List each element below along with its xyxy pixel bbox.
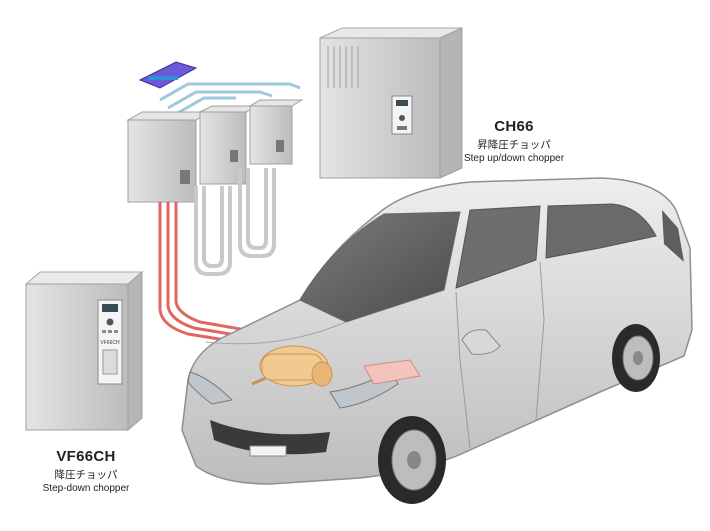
vf66ch-name-en: Step-down chopper	[42, 483, 130, 494]
vf66ch-panel-label: VF66CH	[100, 340, 120, 346]
ch66-unit	[319, 27, 463, 179]
blue-cable-loop	[159, 82, 301, 116]
ch66-name-jp: 昇降圧チョッパ	[477, 139, 551, 151]
motor	[251, 345, 333, 387]
ch66-name-en: Step up/down chopper	[463, 153, 565, 164]
ch66-model: CH66	[494, 118, 534, 135]
test-rig	[126, 61, 304, 276]
car	[181, 177, 693, 504]
vf66ch-unit: VF66CH	[24, 270, 144, 432]
vf66ch-model: VF66CH	[56, 448, 116, 465]
vf66ch-caption: VF66CH 降圧チョッパ Step-down chopper	[20, 448, 152, 494]
inverter-box	[363, 359, 421, 385]
ch66-caption: CH66 昇降圧チョッパ Step up/down chopper	[455, 118, 573, 164]
battery-module	[138, 61, 198, 89]
vf66ch-name-jp: 降圧チョッパ	[54, 469, 118, 481]
red-cable-bundle	[158, 202, 389, 370]
